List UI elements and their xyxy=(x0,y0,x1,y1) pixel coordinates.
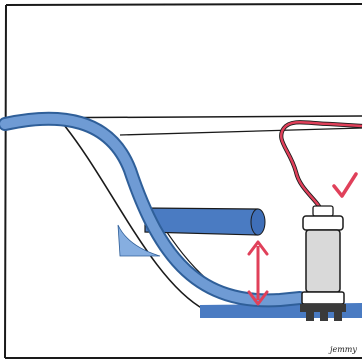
water-surface-line xyxy=(120,128,362,135)
pipe-opening xyxy=(251,209,265,235)
submersible-pump-icon xyxy=(300,206,346,321)
power-cable xyxy=(281,122,362,212)
double-arrow-icon xyxy=(249,242,267,304)
checkmark-icon xyxy=(334,174,356,196)
artist-signature: jemmy xyxy=(328,345,357,354)
